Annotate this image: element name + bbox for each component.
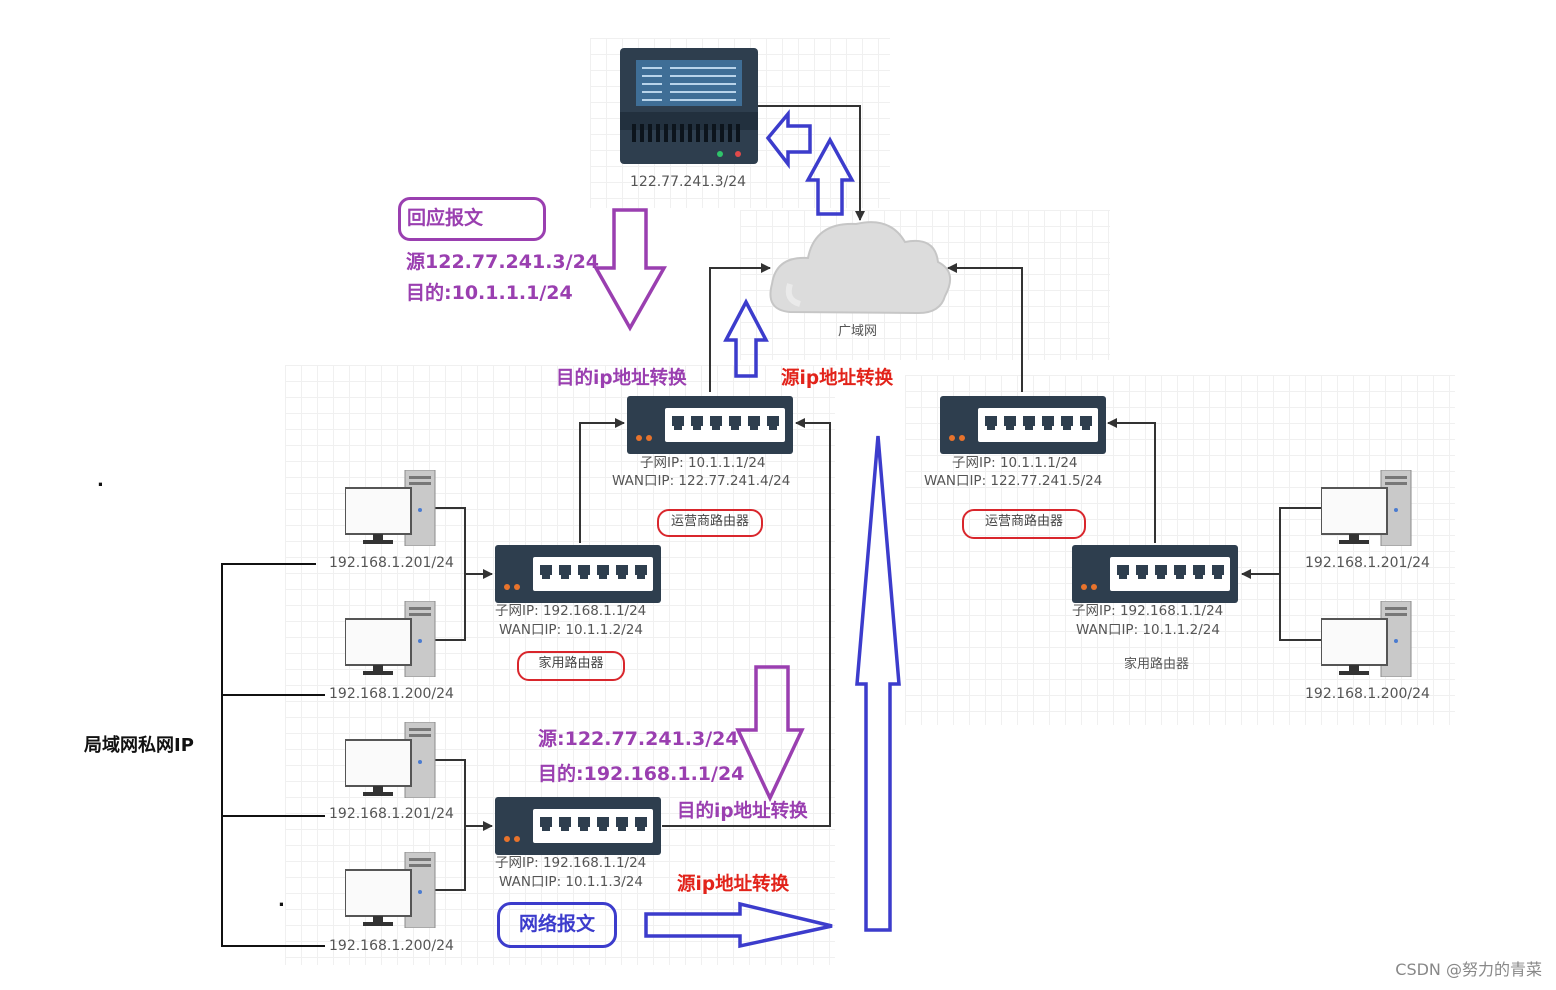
cloud-shape [769,221,952,315]
stray-dot: . [97,470,104,491]
pc-icon [1320,469,1413,547]
home-r-name: 家用路由器 [1124,657,1190,672]
home-lb-subnet: 子网IP: 192.168.1.1/24 [495,855,647,871]
isp-right-wan: WAN口IP: 122.77.241.5/24 [924,473,1103,489]
home-router-left-top-icon [495,545,661,603]
src-nat-top: 源ip地址转换 [781,368,894,389]
isp-left-wan: WAN口IP: 122.77.241.4/24 [612,473,791,489]
lan-private-ip-label: 局域网私网IP [84,735,194,756]
home-router-right-icon [1072,545,1238,603]
dst-nat-top: 目的ip地址转换 [556,368,687,389]
home-lt-wan: WAN口IP: 10.1.1.2/24 [499,622,643,638]
pc-icon [1320,600,1413,678]
pc-icon [344,600,437,678]
host-ip-r1: 192.168.1.201/24 [1305,555,1430,571]
isp-left-cloud-link [709,263,771,392]
home-lt-isp-link [579,418,625,543]
server-icon [620,48,758,164]
home-r-wan: WAN口IP: 10.1.1.2/24 [1076,622,1220,638]
r-pc-bus [1279,507,1325,641]
mid-dst: 目的:192.168.1.1/24 [538,763,745,785]
reply-dst: 目的:10.1.1.1/24 [406,282,573,304]
network-packet-box: 网络报文 [497,902,617,948]
pc-icon [344,469,437,547]
home-lb-wan: WAN口IP: 10.1.1.3/24 [499,874,643,890]
home-router-left-bottom-icon [495,797,661,855]
lan-bracket [221,563,325,947]
home-r-subnet: 子网IP: 192.168.1.1/24 [1072,603,1224,619]
home-lb-isp-link [662,418,831,827]
reply-packet-box: 回应报文 [398,197,546,241]
isp-router-right-icon [940,396,1106,454]
host-ip-lt1: 192.168.1.201/24 [329,555,454,571]
isp-left-name: 运营商路由器 [657,509,763,537]
isp-right-name: 运营商路由器 [962,509,1086,539]
pc-icon [344,851,437,929]
home-lt-name: 家用路由器 [517,651,625,681]
reply-src: 源122.77.241.3/24 [406,251,600,273]
cloud-label: 广域网 [838,324,878,339]
blue-arrows [644,109,901,949]
mid-src: 源:122.77.241.3/24 [538,728,739,750]
isp-right-cloud-link [947,263,1023,392]
host-ip-r2: 192.168.1.200/24 [1305,686,1430,702]
home-lt-subnet: 子网IP: 192.168.1.1/24 [495,603,647,619]
stray-dot: . [278,890,285,911]
host-ip-lt2: 192.168.1.200/24 [329,686,454,702]
home-r-isp-link [1107,418,1156,543]
host-ip-lb1: 192.168.1.201/24 [329,806,454,822]
src-nat-bottom: 源ip地址转换 [677,874,790,895]
pc-icon [344,721,437,799]
server-ip: 122.77.241.3/24 [630,174,747,190]
server-cloud-link [757,105,865,221]
host-ip-lb2: 192.168.1.200/24 [329,938,454,954]
isp-right-subnet: 子网IP: 10.1.1.1/24 [952,455,1078,471]
purple-down-arrows [592,208,805,803]
isp-router-left-icon [627,396,793,454]
watermark: CSDN @努力的青菜 [1395,960,1542,979]
isp-left-subnet: 子网IP: 10.1.1.1/24 [640,455,766,471]
dst-nat-bottom: 目的ip地址转换 [677,801,808,822]
